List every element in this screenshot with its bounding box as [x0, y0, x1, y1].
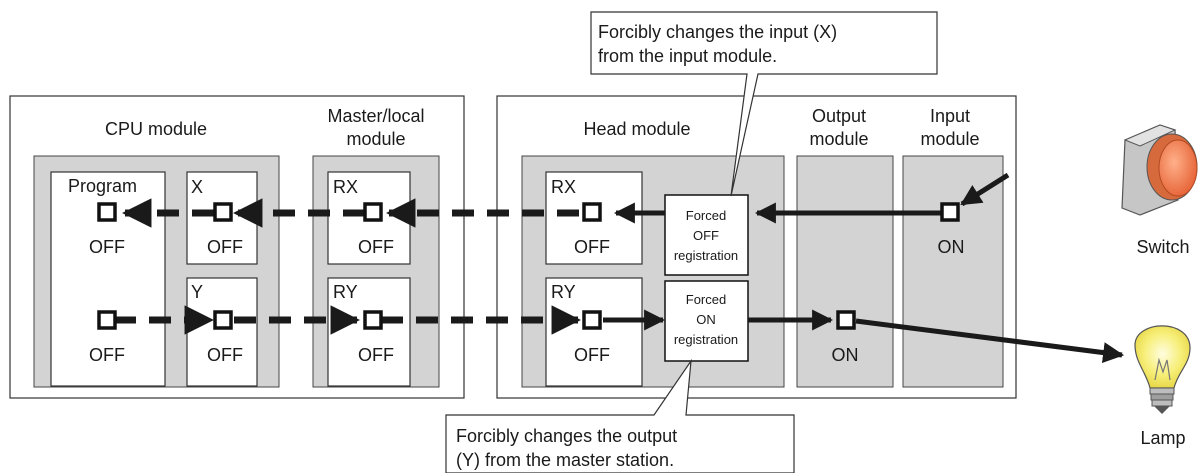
ry-master-title: RY: [333, 282, 358, 302]
master-local-label-line2: module: [346, 129, 405, 149]
program-y-state: OFF: [89, 345, 125, 365]
output-module-state: ON: [832, 345, 859, 365]
master-local-label-line1: Master/local: [327, 106, 424, 126]
x-title: X: [191, 177, 203, 197]
y-title: Y: [191, 282, 203, 302]
output-module-panel: [796, 155, 894, 388]
input-module-state: ON: [938, 237, 965, 257]
cpu-module-label: CPU module: [105, 119, 207, 139]
x-terminal: [213, 202, 233, 222]
ry-head-title: RY: [551, 282, 576, 302]
forced-on-line2: ON: [696, 312, 716, 327]
x-state: OFF: [207, 237, 243, 257]
input-callout-line2: from the input module.: [598, 46, 777, 66]
input-module-panel: [902, 155, 1004, 388]
ry-head-state: OFF: [574, 345, 610, 365]
output-callout: Forcibly changes the output (Y) from the…: [445, 358, 795, 473]
output-module-label-line2: module: [809, 129, 868, 149]
rx-master-terminal: [363, 202, 383, 222]
forced-off-line1: Forced: [686, 208, 726, 223]
forced-off-line2: OFF: [693, 228, 719, 243]
program-x-terminal: [97, 202, 117, 222]
rx-master-title: RX: [333, 177, 358, 197]
terminals: [97, 202, 960, 330]
program-y-terminal: [97, 310, 117, 330]
output-signal-path: [114, 305, 1125, 364]
ry-head-terminal: [582, 310, 602, 330]
lamp-label: Lamp: [1140, 428, 1185, 448]
forced-on-line3: registration: [674, 332, 738, 347]
forced-off-line3: registration: [674, 248, 738, 263]
ry-master-terminal: [363, 310, 383, 330]
y-terminal: [213, 310, 233, 330]
rx-master-state: OFF: [358, 237, 394, 257]
output-callout-line1: Forcibly changes the output: [456, 426, 677, 446]
input-module-label-line1: Input: [930, 106, 970, 126]
rx-head-state: OFF: [574, 237, 610, 257]
switch-label: Switch: [1136, 237, 1189, 257]
output-module-label-line1: Output: [812, 106, 866, 126]
switch-icon: [1121, 124, 1198, 216]
y-state: OFF: [207, 345, 243, 365]
input-signal-path: [122, 172, 1010, 228]
input-module-terminal: [940, 202, 960, 222]
input-callout-line1: Forcibly changes the input (X): [598, 22, 837, 42]
lamp-icon: [1134, 325, 1191, 414]
output-module-terminal: [836, 310, 856, 330]
program-x-state: OFF: [89, 237, 125, 257]
ry-master-state: OFF: [358, 345, 394, 365]
rx-head-title: RX: [551, 177, 576, 197]
forced-off-registration-box: [664, 194, 749, 276]
input-module-label-line2: module: [920, 129, 979, 149]
program-title: Program: [68, 176, 137, 196]
input-callout: Forcibly changes the input (X) from the …: [590, 11, 938, 197]
forced-on-line1: Forced: [686, 292, 726, 307]
head-module-label: Head module: [583, 119, 690, 139]
rx-head-terminal: [582, 202, 602, 222]
output-callout-line2: (Y) from the master station.: [456, 450, 674, 470]
